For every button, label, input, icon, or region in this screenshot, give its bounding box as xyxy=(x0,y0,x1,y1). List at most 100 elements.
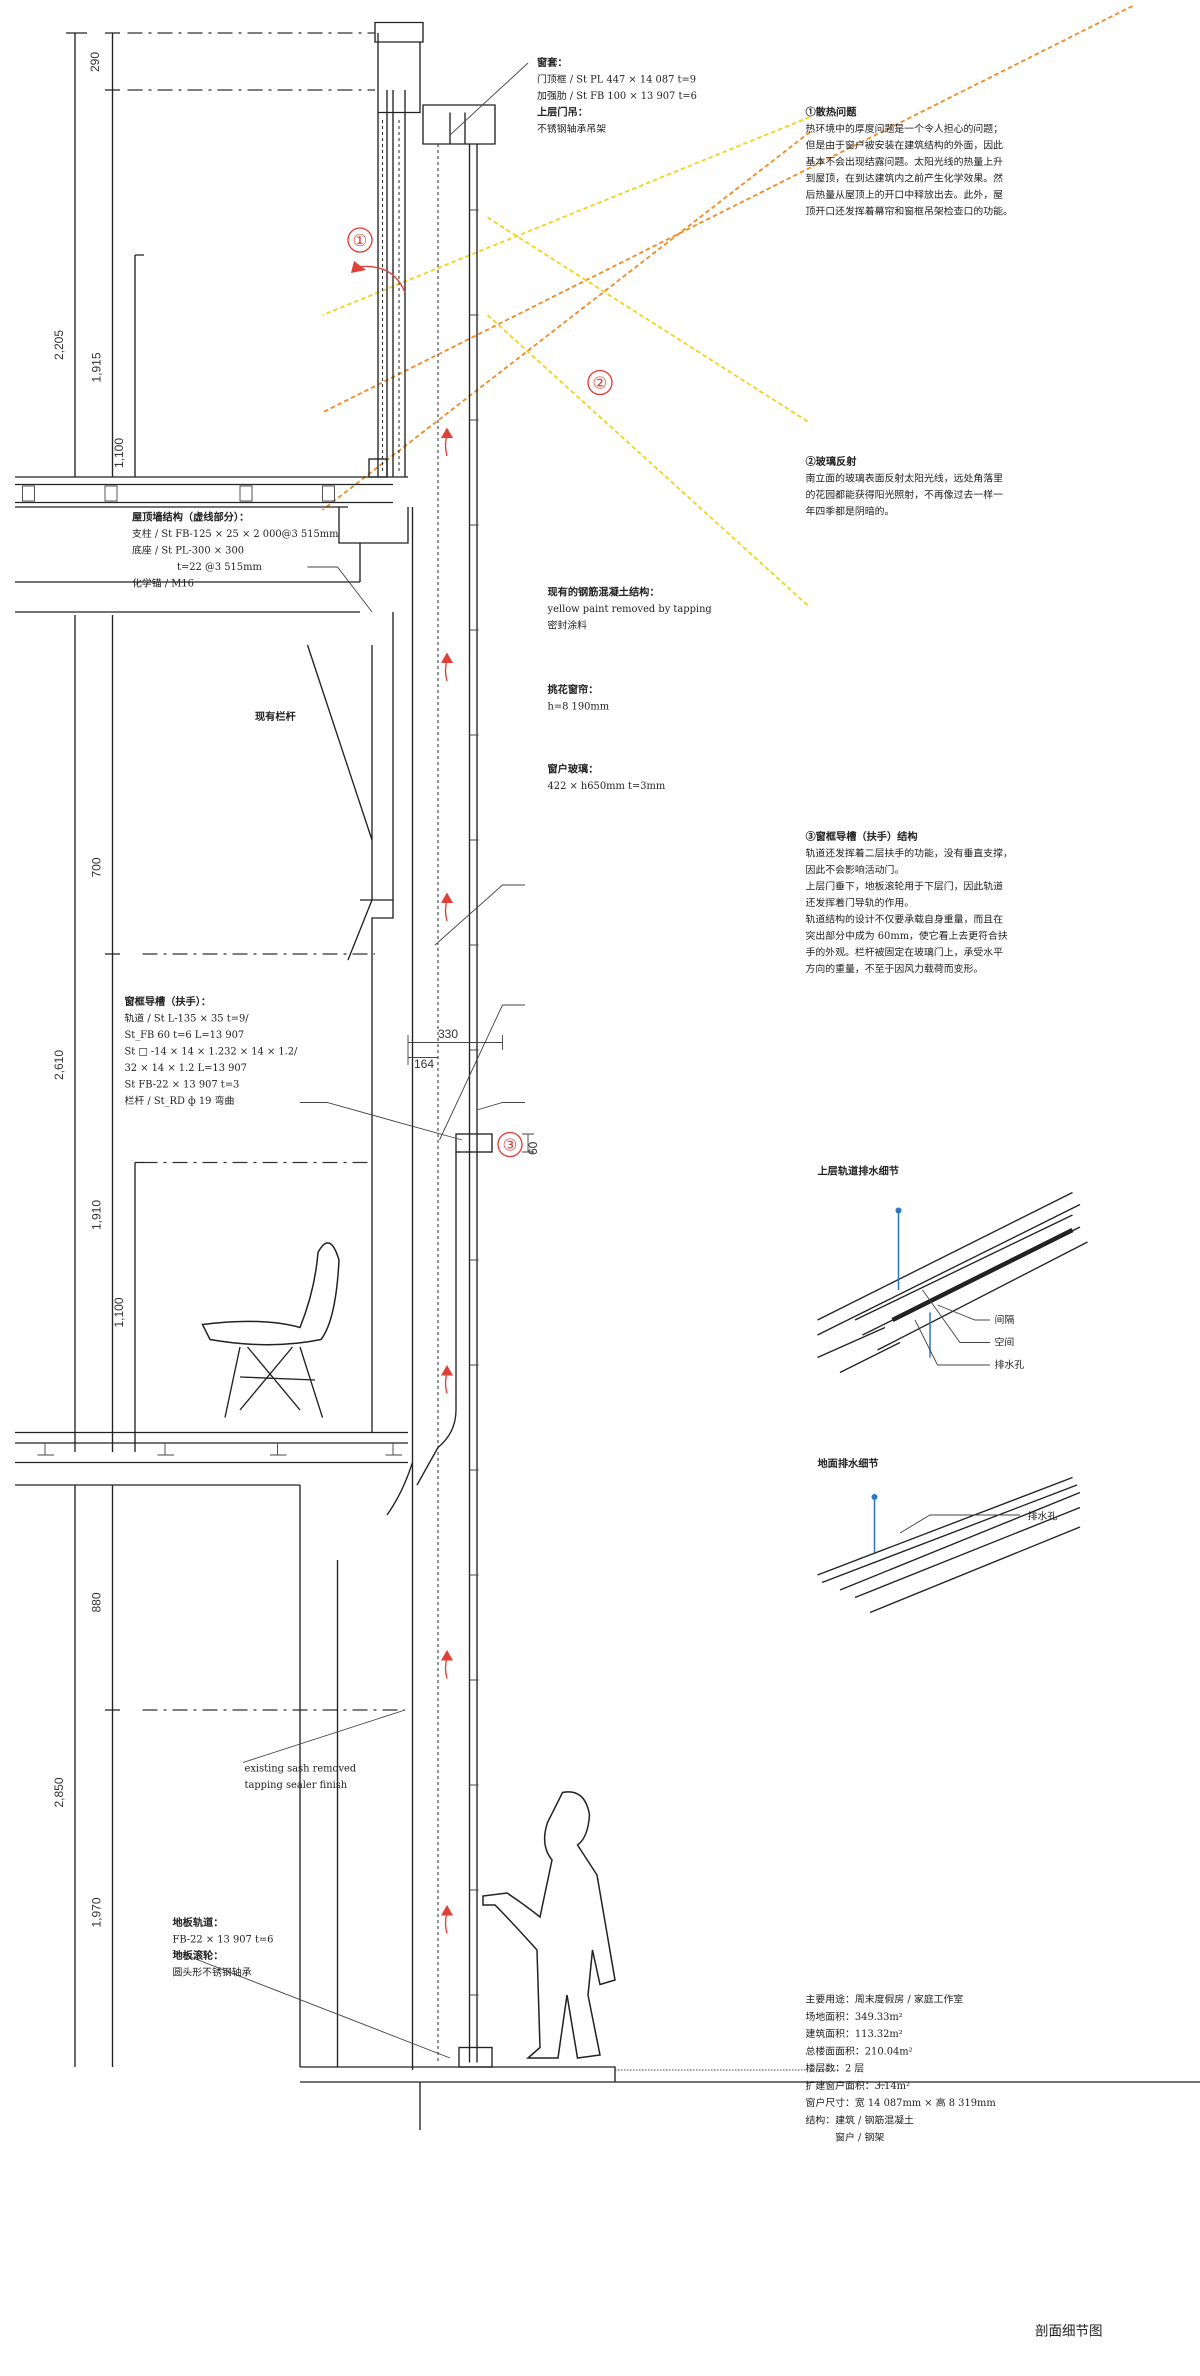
dim-1100-upper: 1,100 xyxy=(112,1297,126,1327)
up-arrow xyxy=(444,434,448,457)
floor-roller-title: 地板滚轮： xyxy=(173,1949,224,1962)
dim-880: 880 xyxy=(90,1592,104,1612)
concrete-line: yellow paint removed by tapping xyxy=(547,604,713,615)
curtain-title: 挑花窗帘： xyxy=(548,683,599,696)
dim-1970: 1,970 xyxy=(90,1897,104,1927)
text-line: 总楼面面积：210.04m² xyxy=(806,2044,913,2057)
roof-wall-line: 支柱 / St FB-125 × 25 × 2 000@3 515mm xyxy=(132,527,339,540)
glass-title: 窗户玻璃： xyxy=(548,763,599,776)
text-line: 的花园都能获得阳光照射，不再像过去一样一 xyxy=(806,488,1004,501)
svg-text:②: ② xyxy=(593,375,608,393)
text-line: 基本不会出现结露问题。太阳光线的热量上升 xyxy=(806,155,1004,168)
window-cover-title: 窗套： xyxy=(537,56,568,69)
dim-1100: 1,100 xyxy=(112,438,126,468)
building-structure xyxy=(15,21,1200,2130)
window-cover-line: 加强肋 / St FB 100 × 13 907 t=6 xyxy=(537,89,697,102)
text-line: 栏杆 / St_RD ф 19 弯曲 xyxy=(125,1094,235,1107)
marker-3: ③ xyxy=(497,1131,523,1158)
upper-door-hanger-line: 不锈钢轴承吊架 xyxy=(537,122,606,135)
dimension-lines xyxy=(66,32,405,2067)
arrow-head-icon xyxy=(441,892,453,903)
dim-1910: 1,910 xyxy=(90,1200,104,1230)
dim-2850: 2,850 xyxy=(52,1777,66,1807)
marker-1: ① xyxy=(347,227,373,253)
svg-text:①: ① xyxy=(353,232,368,250)
note1-body: 热环境中的厚度问题是一个令人担心的问题；但是由于窗户被安装在建筑结构的外面，因此… xyxy=(806,122,1013,218)
person-icon xyxy=(482,1791,616,2059)
leader-lines xyxy=(172,62,885,2086)
text-line: St □ -14 × 14 × 1.232 × 14 × 1.2/ xyxy=(125,1047,299,1058)
text-line: 扩建窗户面积：3.14m² xyxy=(806,2079,910,2092)
roof-wall-line: 底座 / St PL-300 × 300 xyxy=(132,544,244,557)
arrow-head-icon xyxy=(441,1650,453,1661)
roof-wall-line: t=22 @3 515mm xyxy=(177,562,262,573)
sash-line: tapping sealer finish xyxy=(245,1780,348,1791)
note1-title: ①散热问题 xyxy=(806,106,858,119)
annotations: 窗套： 门顶框 / St PL 447 × 14 087 t=9 加强肋 / S… xyxy=(125,56,1103,2339)
floor-track-title: 地板轨道： xyxy=(173,1916,224,1929)
roof-joists xyxy=(22,485,335,502)
text-line: 后热量从屋顶上的开口中释放出去。此外，屋 xyxy=(806,188,1004,201)
text-line: St FB-22 × 13 907 t=3 xyxy=(125,1080,240,1091)
upper-drain-title: 上层轨道排水细节 xyxy=(818,1165,900,1178)
text-line: 上层门垂下，地板滚轮用于下层门，因此轨道 xyxy=(806,880,1004,893)
text-line: 到屋顶，在到达建筑内之前产生化学效果。然 xyxy=(806,172,1004,185)
note3-title: ③窗框导槽（扶手）结构 xyxy=(806,830,918,843)
text-line: 轨道结构的设计不仅要承载自身重量，而且在 xyxy=(806,913,1004,926)
floor-track xyxy=(458,2046,493,2068)
label-gap: 间隔 xyxy=(995,1313,1015,1326)
svg-text:③: ③ xyxy=(503,1137,518,1155)
dim-60: 60 xyxy=(526,1141,540,1155)
text-line: 年四季都是阴暗的。 xyxy=(806,505,895,518)
up-arrow xyxy=(444,1657,448,1679)
text-line: 顶开口还发挥着幕帘和窗框吊架检查口的功能。 xyxy=(806,205,1013,218)
up-arrow xyxy=(444,659,448,682)
sun-ray-yellow xyxy=(486,314,811,609)
text-line: 楼层数：2 层 xyxy=(806,2062,865,2075)
window-assembly xyxy=(407,144,534,2068)
dim-164: 164 xyxy=(414,1057,434,1071)
text-line: 轨道 / St L-135 × 35 t=9/ xyxy=(125,1012,250,1025)
track-handrail xyxy=(455,1133,493,1153)
text-line: 窗户 / 钢架 xyxy=(806,2131,885,2144)
text-line: 因此不会影响活动门。 xyxy=(806,863,905,876)
upper-door-hanger-title: 上层门吊： xyxy=(537,106,588,119)
label-floor-drain-hole: 排水孔 xyxy=(1028,1510,1058,1523)
window-cover-line: 门顶框 / St PL 447 × 14 087 t=9 xyxy=(537,73,696,86)
dim-700: 700 xyxy=(90,857,104,877)
floor-track-line: FB-22 × 13 907 t=6 xyxy=(173,1935,274,1946)
project-info: 主要用途：周末度假房 / 家庭工作室场地面积：349.33m²建筑面积：113.… xyxy=(806,1993,997,2144)
concrete-title: 现有的钢筋混凝土结构： xyxy=(548,586,660,599)
upper-drain-detail xyxy=(817,1191,1088,1374)
arrow-head-icon xyxy=(441,1905,453,1916)
sun-ray-yellow xyxy=(487,216,811,424)
dim-290: 290 xyxy=(88,52,102,72)
floor-levelers xyxy=(37,1443,402,1456)
note2-body: 南立面的玻璃表面反射太阳光线，远处角落里的花园都能获得阳光照射，不再像过去一样一… xyxy=(806,472,1004,518)
heat-arrow xyxy=(356,265,406,293)
roof-wall-line: 化学锚 / M16 xyxy=(132,577,194,590)
text-line: 南立面的玻璃表面反射太阳光线，远处角落里 xyxy=(806,472,1004,485)
glass-line-text: 422 × h650mm t=3mm xyxy=(548,781,666,792)
text-line: St_FB 60 t=6 L=13 907 xyxy=(125,1030,245,1041)
roof-wall-title: 屋顶墙结构（虚线部分）： xyxy=(132,511,249,524)
text-line: 热环境中的厚度问题是一个令人担心的问题； xyxy=(806,122,1004,135)
up-arrow xyxy=(444,1912,448,1934)
heat-flow-arrows xyxy=(351,261,406,293)
sun-ray-yellow xyxy=(322,116,811,316)
text-line: 方向的重量，不至于因风力载荷而变形。 xyxy=(806,962,984,975)
floor-drain-title: 地面排水细节 xyxy=(818,1457,879,1470)
text-line: 还发挥着门导轨的作用。 xyxy=(806,896,915,909)
text-line: 32 × 14 × 1.2 L=13 907 xyxy=(125,1063,247,1074)
dim-1915: 1,915 xyxy=(90,352,104,382)
curtain-line-text: h=8 190mm xyxy=(548,702,610,713)
sun-rays xyxy=(321,5,1133,609)
text-line: 突出部分中成为 60mm，使它看上去更符合扶 xyxy=(806,929,1008,942)
up-arrows xyxy=(441,427,453,1934)
track-body: 轨道 / St L-135 × 35 t=9/St_FB 60 t=6 L=13… xyxy=(125,1012,299,1108)
concrete-line: 密封涂料 xyxy=(548,619,588,632)
floor-drain-detail xyxy=(817,1476,1081,1614)
text-line: 主要用途：周末度假房 / 家庭工作室 xyxy=(806,1993,964,2006)
note3-body: 轨道还发挥着二层扶手的功能，没有垂直支撑，因此不会影响活动门。上层门垂下，地板滚… xyxy=(806,847,1013,976)
arrow-head-icon xyxy=(441,1365,453,1376)
